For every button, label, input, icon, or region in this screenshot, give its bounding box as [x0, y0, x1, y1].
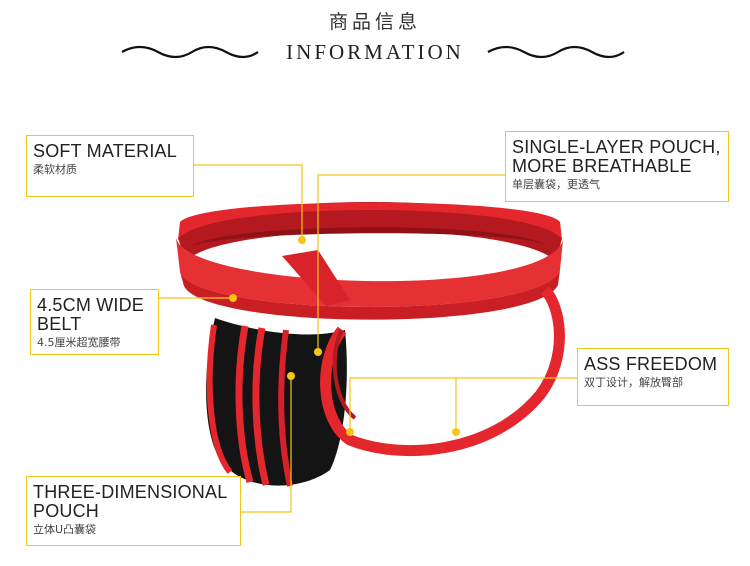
label-ass-freedom: ASS FREEDOM 双丁设计，解放臀部 [577, 348, 729, 406]
label-soft-material: SOFT MATERIAL 柔软材质 [26, 135, 194, 197]
leg-straps [320, 286, 565, 457]
label-cn: 双丁设计，解放臀部 [584, 376, 683, 389]
label-pouch: THREE-DIMENSIONAL POUCH 立体U凸囊袋 [26, 476, 241, 546]
label-en: ASS FREEDOM [584, 354, 718, 374]
wave-divider-left-icon [121, 45, 259, 59]
label-cn: 4.5厘米超宽腰带 [37, 336, 121, 349]
wave-divider-right-icon [487, 45, 625, 59]
label-en: THREE-DIMENSIONAL POUCH [33, 482, 227, 521]
anchor-dots [229, 236, 460, 436]
label-en: 4.5CM WIDE BELT [37, 295, 145, 334]
label-en: SOFT MATERIAL [33, 141, 177, 161]
page-title-cn: 商品信息 [328, 11, 421, 33]
label-single-layer-pouch: SINGLE-LAYER POUCH, MORE BREATHABLE 单层囊袋… [505, 131, 729, 202]
pouch [206, 318, 347, 487]
waistband [176, 202, 563, 320]
leader-lines [159, 164, 577, 513]
label-en: SINGLE-LAYER POUCH, MORE BREATHABLE [512, 137, 721, 176]
page-title-en: INFORMATION [286, 40, 464, 64]
label-cn: 单层囊袋，更透气 [512, 178, 600, 191]
back-strap [282, 250, 350, 306]
label-cn: 柔软材质 [33, 163, 77, 176]
label-cn: 立体U凸囊袋 [33, 523, 97, 536]
label-belt: 4.5CM WIDE BELT 4.5厘米超宽腰带 [30, 289, 159, 355]
